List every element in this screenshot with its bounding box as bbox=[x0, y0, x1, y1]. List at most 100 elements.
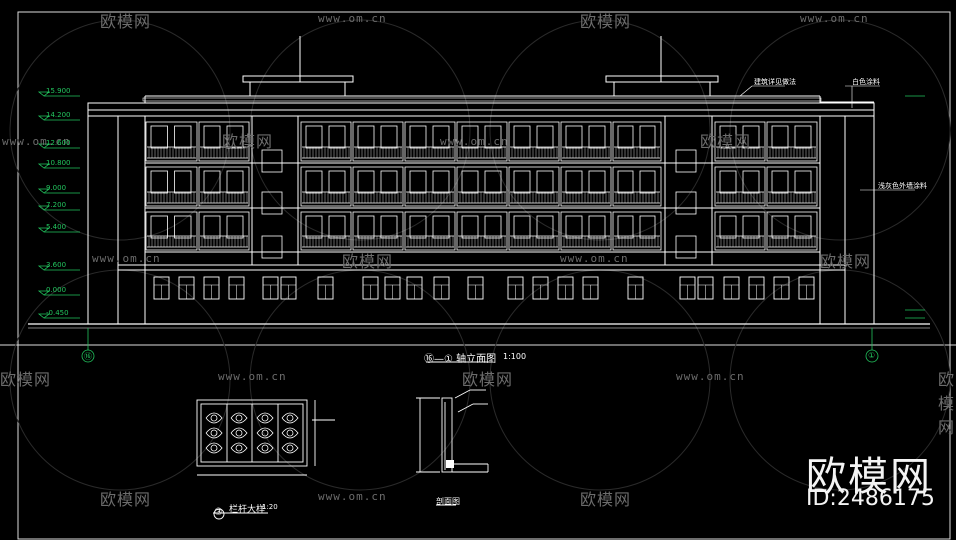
ornament-boss bbox=[286, 414, 294, 422]
ornament-boss bbox=[235, 444, 243, 452]
level-arrow bbox=[37, 143, 51, 149]
balcony-bay bbox=[300, 166, 352, 207]
balcony-door bbox=[565, 125, 583, 149]
balcony-bay bbox=[198, 166, 250, 207]
balcony-door bbox=[174, 125, 192, 149]
balcony-bay bbox=[560, 166, 612, 207]
ornament-boss bbox=[286, 429, 294, 437]
ornament-scroll bbox=[256, 442, 274, 454]
level-marks-left bbox=[37, 91, 80, 319]
annotation-2: 白色涂料 bbox=[852, 78, 880, 86]
balcony-door bbox=[536, 170, 554, 194]
railing-title: 栏杆大样 bbox=[229, 505, 266, 515]
balcony-door bbox=[150, 215, 168, 239]
watermark-brand: 欧模网 bbox=[820, 252, 872, 271]
level-label: 5.400 bbox=[46, 223, 67, 231]
balcony-bay bbox=[300, 211, 352, 251]
balcony-door bbox=[588, 125, 606, 149]
ornament-boss bbox=[235, 429, 243, 437]
balcony-door bbox=[305, 215, 323, 239]
balcony-door bbox=[536, 215, 554, 239]
balcony-door bbox=[536, 125, 554, 149]
balcony-door bbox=[771, 170, 789, 194]
balcony-door bbox=[305, 170, 323, 194]
balcony-door bbox=[357, 215, 375, 239]
balcony-door bbox=[380, 125, 398, 149]
balcony-bay bbox=[404, 166, 456, 207]
balcony-bay bbox=[198, 121, 250, 162]
balcony-bay bbox=[198, 211, 250, 251]
level-marks-right bbox=[905, 95, 925, 319]
axis-right: ① bbox=[868, 351, 876, 360]
watermark-url: www.om.cn bbox=[218, 370, 287, 383]
balcony-bay bbox=[145, 121, 198, 162]
ornament-scroll bbox=[205, 412, 223, 424]
level-label: 15.900 bbox=[46, 87, 71, 95]
balcony-bay bbox=[404, 211, 456, 251]
watermark-url: www.om.cn bbox=[800, 12, 869, 25]
ornament-boss bbox=[286, 444, 294, 452]
ornament-boss bbox=[210, 414, 218, 422]
balcony-bay bbox=[508, 211, 560, 251]
level-label: 12.600 bbox=[46, 139, 71, 147]
level-label: 3.600 bbox=[46, 261, 67, 269]
balcony-bay bbox=[456, 211, 508, 251]
watermark-brand: 欧模网 bbox=[938, 370, 956, 437]
balcony-door bbox=[513, 215, 531, 239]
balcony-door bbox=[565, 170, 583, 194]
balcony-bay bbox=[714, 121, 766, 162]
ornament-boss bbox=[261, 444, 269, 452]
balcony-bay bbox=[456, 166, 508, 207]
watermark-url: www.om.cn bbox=[440, 135, 509, 148]
balcony-door bbox=[432, 170, 450, 194]
level-label: 7.200 bbox=[46, 201, 67, 209]
balcony-door bbox=[484, 170, 502, 194]
balcony-door bbox=[461, 125, 479, 149]
ornament-scroll bbox=[205, 442, 223, 454]
balcony-door bbox=[432, 215, 450, 239]
railing-ornament bbox=[205, 412, 299, 454]
balcony-door bbox=[409, 170, 427, 194]
ornament-scroll bbox=[281, 427, 299, 439]
ornament-scroll bbox=[281, 412, 299, 424]
axis-marks bbox=[81, 328, 879, 363]
balcony-bay bbox=[612, 211, 662, 251]
watermark-url: www.om.cn bbox=[2, 135, 71, 148]
balcony-door bbox=[150, 170, 168, 194]
balcony-door bbox=[461, 215, 479, 239]
watermark-url: www.om.cn bbox=[560, 252, 629, 265]
balcony-bay bbox=[352, 166, 404, 207]
annotation-1: 建筑详见做法 bbox=[754, 78, 796, 86]
ornament-scroll bbox=[230, 427, 248, 439]
balcony-door bbox=[719, 170, 737, 194]
ornament-scroll bbox=[205, 427, 223, 439]
balcony-door bbox=[794, 125, 812, 149]
balcony-bay bbox=[612, 121, 662, 162]
level-arrow bbox=[37, 115, 51, 121]
watermark-brand: 欧模网 bbox=[222, 132, 274, 151]
balcony-bay bbox=[766, 166, 818, 207]
balcony-door bbox=[484, 215, 502, 239]
main-scale: 1:100 bbox=[503, 352, 527, 361]
balcony-door bbox=[357, 170, 375, 194]
balcony-door bbox=[588, 215, 606, 239]
balcony-door bbox=[742, 215, 760, 239]
railing-number: ③ bbox=[214, 507, 223, 518]
balcony-bay bbox=[456, 121, 508, 162]
balcony-bay bbox=[352, 121, 404, 162]
level-arrow bbox=[37, 313, 51, 319]
drawing-frame bbox=[17, 11, 951, 540]
level-arrow bbox=[37, 227, 51, 233]
ornament-boss bbox=[261, 414, 269, 422]
balcony-bay bbox=[560, 211, 612, 251]
balcony-door bbox=[203, 215, 221, 239]
watermark-brand-large: 欧模网 bbox=[806, 454, 932, 500]
balcony-door bbox=[639, 215, 656, 239]
level-label: 14.200 bbox=[46, 111, 71, 119]
balcony-bay bbox=[612, 166, 662, 207]
balcony-bay bbox=[766, 211, 818, 251]
balcony-bay bbox=[508, 166, 560, 207]
level-arrow bbox=[37, 290, 51, 296]
stair-windows bbox=[261, 149, 697, 259]
balcony-door bbox=[617, 170, 634, 194]
